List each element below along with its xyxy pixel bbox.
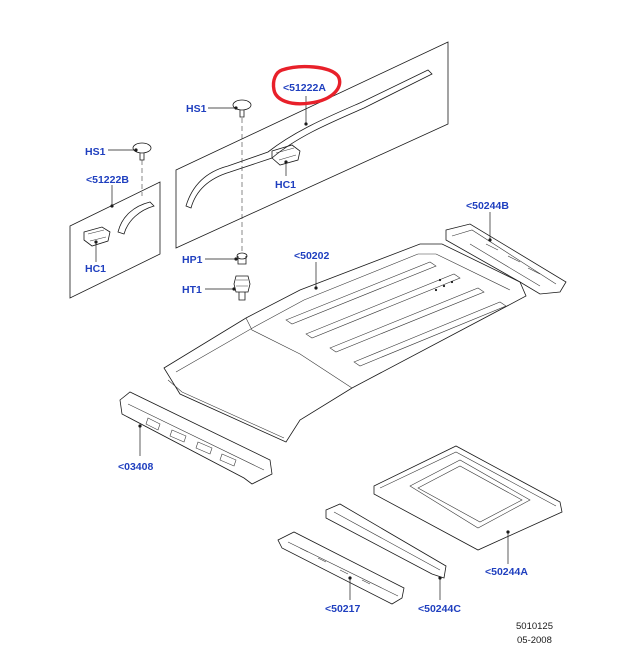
moulding-box-top — [175, 41, 449, 249]
roof-moulding-strip[interactable] — [185, 69, 433, 209]
label-50244B[interactable]: <50244B — [466, 200, 509, 212]
leader-lines — [94, 96, 510, 600]
diagram-date: 05-2008 — [517, 635, 552, 646]
roof-rib — [329, 287, 485, 353]
label-hs1-top[interactable]: HS1 — [186, 103, 207, 115]
label-50217[interactable]: <50217 — [325, 603, 360, 615]
moulding-box-left — [69, 181, 161, 299]
roof-panel[interactable] — [163, 243, 527, 443]
label-hs1-left[interactable]: HS1 — [85, 146, 106, 158]
label-hc1-top[interactable]: HC1 — [275, 179, 296, 191]
roof-bow-rear[interactable] — [325, 503, 447, 579]
nut-ht1[interactable] — [233, 275, 251, 301]
label-50244A[interactable]: <50244A — [485, 566, 528, 578]
clip-hc1-top[interactable] — [271, 144, 301, 166]
roof-moulding-strip-left[interactable] — [117, 201, 155, 235]
roof-rib — [353, 301, 507, 367]
roof-bow-front[interactable] — [277, 531, 405, 605]
moulding-group-top — [175, 41, 449, 249]
clip-hc1-left[interactable] — [83, 226, 111, 247]
highlight-circle — [271, 64, 342, 106]
label-ht1[interactable]: HT1 — [182, 284, 202, 296]
label-03408[interactable]: <03408 — [118, 461, 153, 473]
label-50202[interactable]: <50202 — [294, 250, 329, 262]
plug-hp1[interactable] — [236, 252, 248, 265]
label-50244C[interactable]: <50244C — [418, 603, 461, 615]
roof-rib — [285, 261, 437, 325]
label-hp1[interactable]: HP1 — [182, 254, 203, 266]
roof-rib — [305, 273, 461, 339]
rear-header-rail[interactable] — [445, 223, 567, 295]
sunroof-frame[interactable] — [373, 445, 563, 551]
label-hc1-left[interactable]: HC1 — [85, 263, 106, 275]
moulding-group-left — [69, 181, 161, 299]
stud-hs1-top[interactable] — [232, 99, 252, 118]
label-51222B[interactable]: <51222B — [86, 174, 129, 186]
front-header-rail[interactable] — [119, 391, 273, 485]
diagram-code: 5010125 — [516, 621, 553, 632]
label-51222A[interactable]: <51222A — [283, 82, 326, 94]
